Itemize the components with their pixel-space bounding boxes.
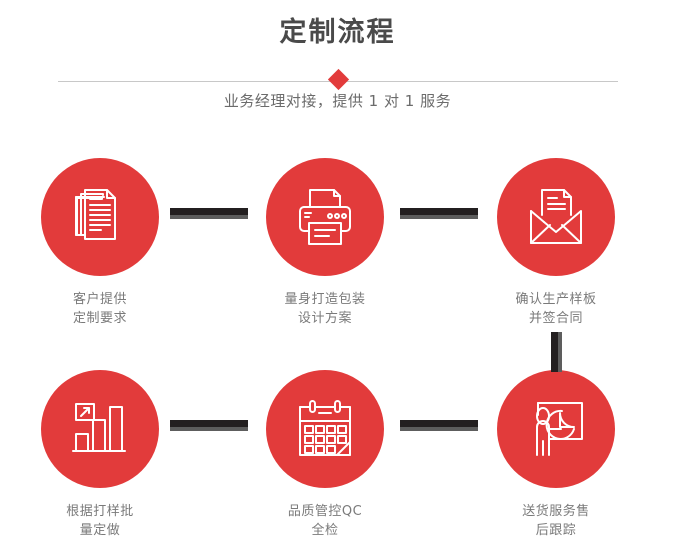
flow-step-4-circle[interactable] [41,370,159,488]
flow-step-2-label: 量身打造包装 设计方案 [284,292,366,326]
flow-step-3-label: 确认生产样板 并签合同 [515,292,597,326]
connector-bar [400,208,478,215]
connector-shadow [170,427,248,431]
connector-shadow [400,215,478,219]
connector-bar [400,420,478,427]
connector-horizontal-2-3 [400,208,478,219]
flow-step-4-label: 根据打样批 量定做 [66,504,134,538]
flow-step-1-label: 客户提供 定制要求 [72,292,127,326]
flow-step-6[interactable]: 送货服务售 后跟踪 [476,370,636,540]
flow-step-2-circle[interactable] [266,158,384,276]
flow-step-6-circle[interactable] [497,370,615,488]
documents-stack-icon [75,189,116,240]
printer-icon [299,189,351,245]
flow-step-2[interactable]: 量身打造包装 设计方案 [245,158,405,328]
page-header: 定制流程 业务经理对接，提供 1 对 1 服务 [0,0,675,130]
connector-vertical-3-6 [551,332,562,372]
flow-step-5-label: 品质管控QC 全检 [287,504,363,538]
presentation-person-icon [536,402,583,456]
flow-step-3[interactable]: 确认生产样板 并签合同 [476,158,636,328]
calendar-check-icon [299,400,351,456]
process-flow: 客户提供 定制要求 量身 [0,150,675,550]
connector-bar [551,332,558,372]
flow-step-4[interactable]: 根据打样批 量定做 [20,370,180,540]
flow-step-1-circle[interactable] [41,158,159,276]
connector-shadow [558,332,562,372]
envelope-document-icon [530,189,582,244]
connector-horizontal-4-5 [170,420,248,431]
page-subtitle: 业务经理对接，提供 1 对 1 服务 [223,92,452,110]
flow-step-6-label: 送货服务售 后跟踪 [522,504,590,538]
connector-bar [170,208,248,215]
diamond-icon [327,68,350,91]
bar-chart-growth-icon [72,403,126,452]
flow-step-1[interactable]: 客户提供 定制要求 [20,158,180,328]
connector-horizontal-5-6 [400,420,478,431]
flow-step-5[interactable]: 品质管控QC 全检 [245,370,405,540]
connector-shadow [170,215,248,219]
connector-horizontal-1-2 [170,208,248,219]
connector-bar [170,420,248,427]
divider [58,68,618,92]
flow-step-3-circle[interactable] [497,158,615,276]
flow-step-5-circle[interactable] [266,370,384,488]
page-title: 定制流程 [279,17,396,48]
connector-shadow [400,427,478,431]
